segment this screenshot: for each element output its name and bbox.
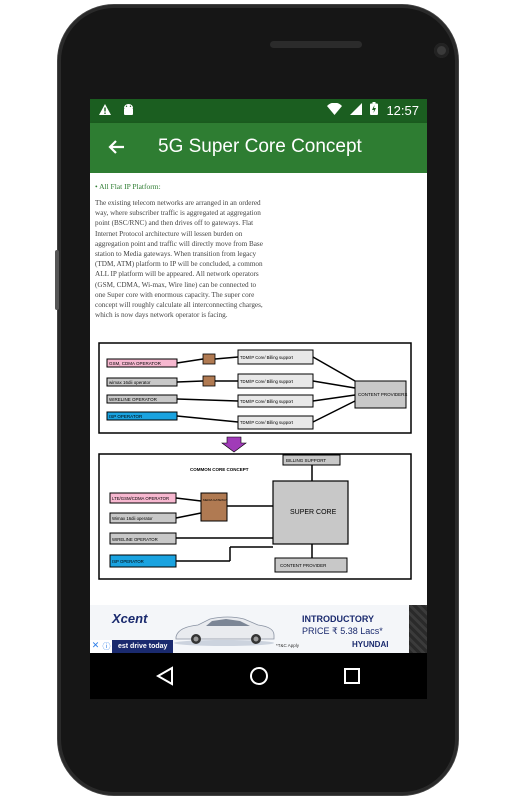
bottom-operator-label-isp: ISP OPERATOR bbox=[112, 559, 144, 564]
section-bullet: • All Flat IP Platform: bbox=[95, 182, 161, 191]
content-providers-label: CONTENT PROVIDERS bbox=[358, 392, 407, 397]
article-content[interactable]: • All Flat IP Platform: The existing tel… bbox=[90, 173, 427, 605]
arrow-back-icon[interactable] bbox=[104, 133, 130, 161]
ad-terms: *T&C Apply bbox=[276, 643, 300, 648]
operator-label-isp: ISP OPERATOR bbox=[109, 414, 143, 419]
article-paragraph: The existing telecom networks are arrang… bbox=[95, 199, 263, 320]
media-gateway-label: MEDIA GATEWAY bbox=[203, 498, 228, 502]
billing-label-1: TDM/IP Core/ Billing support bbox=[240, 355, 294, 360]
ad-headline: INTRODUCTORY bbox=[302, 614, 374, 624]
wifi-icon bbox=[327, 102, 343, 120]
operator-label-wireline: WIRELINE OPERATOR bbox=[109, 397, 158, 402]
nav-back-icon[interactable] bbox=[155, 666, 174, 690]
nav-bar bbox=[90, 653, 427, 699]
billing-label-3: TDM/IP Core/ Billing support bbox=[240, 399, 294, 404]
android-icon bbox=[122, 103, 135, 121]
battery-icon bbox=[370, 102, 379, 120]
front-camera bbox=[434, 43, 449, 58]
content-provider-label: CONTENT PROVIDER bbox=[280, 563, 327, 568]
status-bar: 12:57 bbox=[90, 99, 427, 123]
ad-edge-pattern bbox=[409, 605, 427, 653]
operator-label-wimax: wimax 16dii operator bbox=[109, 380, 151, 385]
page-title: 5G Super Core Concept bbox=[158, 136, 362, 157]
earpiece-speaker bbox=[270, 41, 362, 48]
ad-price: PRICE ₹ 5.38 Lacs* bbox=[302, 626, 383, 636]
nav-recents-icon[interactable] bbox=[343, 666, 361, 689]
core-network-diagram: GSM, CDMA OPERATOR wimax 16dii operator … bbox=[98, 342, 412, 580]
gateway-box-1 bbox=[202, 353, 216, 365]
bottom-operator-label-wireline: WIRELINE OPERATOR bbox=[112, 537, 158, 542]
billing-box-4 bbox=[237, 415, 314, 430]
ad-info-icon[interactable]: ⓘ bbox=[101, 640, 112, 653]
ad-banner[interactable]: Xcent INTRODUCTORY PRICE ₹ 5.38 Lacs* *T… bbox=[90, 605, 427, 653]
gateway-box-2 bbox=[202, 375, 216, 387]
side-button bbox=[55, 250, 59, 310]
super-core-box bbox=[272, 480, 349, 545]
ad-cta-button[interactable]: est drive today bbox=[112, 640, 174, 653]
billing-support-label: BILLING SUPPORT bbox=[286, 458, 326, 463]
content-provider-box bbox=[274, 557, 348, 573]
super-core-label: SUPER CORE bbox=[290, 509, 337, 516]
close-ad-icon[interactable]: ✕ bbox=[90, 640, 101, 653]
content-providers-box bbox=[354, 380, 407, 409]
media-gateway-box bbox=[200, 492, 228, 522]
common-core-title: COMMON CORE CONCEPT bbox=[190, 467, 249, 472]
billing-label-4: TDM/IP Core/ Billing support bbox=[240, 420, 294, 425]
signal-icon bbox=[350, 102, 363, 120]
operator-label-gsm: GSM, CDMA OPERATOR bbox=[109, 361, 162, 366]
down-arrow bbox=[221, 436, 247, 453]
screen: 12:57 5G Super Core Concept • All Flat I… bbox=[90, 99, 427, 699]
nav-home-icon[interactable] bbox=[249, 666, 269, 690]
billing-label-2: TDM/IP Core/ Billing support bbox=[240, 379, 294, 384]
bottom-operator-label-wimax: Wimax 16dii operator bbox=[112, 516, 153, 521]
status-time: 12:57 bbox=[386, 103, 419, 118]
warning-icon bbox=[98, 103, 112, 121]
ad-brand: HYUNDAI bbox=[352, 640, 389, 649]
bottom-operator-label-lte: LTE/GSM/CDMA OPERATOR bbox=[112, 496, 169, 501]
car-image bbox=[174, 616, 275, 646]
app-bar: 5G Super Core Concept bbox=[90, 123, 427, 173]
ad-logo: Xcent bbox=[112, 611, 148, 626]
